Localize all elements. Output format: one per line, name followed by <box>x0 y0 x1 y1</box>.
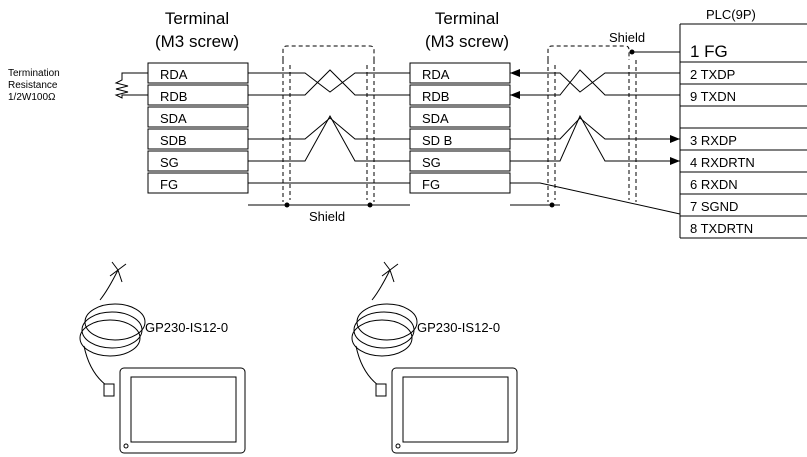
resistor-symbol <box>114 72 148 99</box>
left-terminal-sdb: SDB <box>160 133 187 148</box>
left-terminal-fg: FG <box>160 177 178 192</box>
left-terminal-subtitle: (M3 screw) <box>155 32 239 51</box>
left-unit-cable-icon: GP230-IS12-0 <box>79 261 228 397</box>
twisted-pair-wires-right <box>510 69 681 215</box>
right-terminal-sda: SDA <box>422 111 449 126</box>
right-terminal-rdb: RDB <box>422 89 449 104</box>
shield-label-right: Shield <box>609 30 645 45</box>
plc-connector-table: 1 FG 2 TXDP 9 TXDN 3 RXDP 4 RXDRTN 6 RXD… <box>679 23 807 239</box>
left-terminal-sda: SDA <box>160 111 187 126</box>
right-unit-label: GP230-IS12-0 <box>417 320 500 335</box>
plc-row-sgnd: 7 SGND <box>690 199 738 214</box>
termination-resistor: Termination Resistance 1/2W100Ω <box>8 68 148 103</box>
right-unit-cable-icon: GP230-IS12-0 <box>351 261 500 397</box>
left-panel-display-icon <box>119 367 246 454</box>
shield-left: Shield <box>282 45 375 224</box>
plc-row-txdrtn: 8 TXDRTN <box>690 221 753 236</box>
right-terminal-sg: SG <box>422 155 441 170</box>
plc-row-rxdrtn: 4 RXDRTN <box>690 155 755 170</box>
plc-row-txdp: 2 TXDP <box>690 67 735 82</box>
plc-row-rxdp: 3 RXDP <box>690 133 737 148</box>
left-unit-label: GP230-IS12-0 <box>145 320 228 335</box>
termination-label-3: 1/2W100Ω <box>8 92 56 103</box>
termination-label-2: Resistance <box>8 80 58 91</box>
right-terminal-fg: FG <box>422 177 440 192</box>
twisted-pair-wires-left <box>248 69 410 206</box>
left-terminal-rda: RDA <box>160 67 188 82</box>
plc-row-fg: 1 FG <box>690 42 728 61</box>
plc-title: PLC(9P) <box>706 7 756 22</box>
right-terminal-rda: RDA <box>422 67 450 82</box>
left-terminal-rdb: RDB <box>160 89 187 104</box>
right-panel-display-icon <box>391 367 518 454</box>
right-terminal-sdb: SD B <box>422 133 452 148</box>
plc-row-txdn: 9 TXDN <box>690 89 736 104</box>
shield-right: Shield <box>547 30 680 208</box>
connector-plug-icon <box>375 383 387 397</box>
right-terminal-block: RDA RDB SDA SD B SG FG <box>409 62 511 194</box>
right-terminal-subtitle: (M3 screw) <box>425 32 509 51</box>
connector-plug-icon <box>103 383 115 397</box>
plc-row-rxdn: 6 RXDN <box>690 177 738 192</box>
left-terminal-block: RDA RDB SDA SDB SG FG <box>147 62 249 194</box>
shield-label-mid: Shield <box>309 209 345 224</box>
left-terminal-sg: SG <box>160 155 179 170</box>
right-terminal-title: Terminal <box>435 9 499 28</box>
left-terminal-title: Terminal <box>165 9 229 28</box>
termination-label-1: Termination <box>8 68 60 79</box>
